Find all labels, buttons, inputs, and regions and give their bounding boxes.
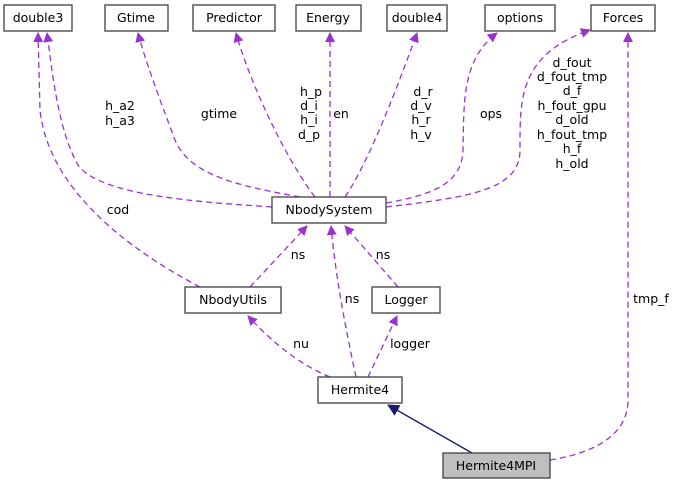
edge-labels: h_a2 h_a3 cod gtime h_p d_i h_i d_p en d… <box>105 55 669 351</box>
node-label: options <box>497 10 543 25</box>
edge-label: h_v <box>410 127 432 142</box>
edge-label: h_a2 <box>105 98 135 113</box>
node-label: Predictor <box>206 10 263 25</box>
edge-hermite4mpi-forces <box>549 32 633 461</box>
node-label: NbodySystem <box>286 202 373 217</box>
node-label: double4 <box>392 10 443 25</box>
node-label: NbodyUtils <box>199 292 267 307</box>
node-label: double3 <box>13 10 64 25</box>
edge-label: gtime <box>201 106 237 121</box>
edge-label: d_fout_tmp <box>537 69 607 84</box>
edge-hermite4mpi-hermite4-inheritance <box>387 404 473 454</box>
edge-hermite4-logger <box>367 315 398 378</box>
edge-nbodysystem-options <box>385 32 498 204</box>
edge-label: ns <box>291 247 305 262</box>
edge-label: h_i <box>300 112 318 127</box>
edge-nbodyutils-nbodysystem <box>249 225 308 288</box>
node-gtime[interactable]: Gtime <box>104 4 169 32</box>
node-logger[interactable]: Logger <box>371 286 441 314</box>
edge-label: h_a3 <box>105 113 135 128</box>
edge-label: cod <box>107 202 129 217</box>
node-label: Forces <box>603 10 643 25</box>
edge-nbodysystem-gtime <box>135 32 301 198</box>
edge-label: h_f <box>563 141 582 156</box>
node-label: Logger <box>384 292 428 307</box>
node-forces[interactable]: Forces <box>590 4 656 32</box>
edge-nbodysystem-double3 <box>43 32 273 208</box>
edge-label: ops <box>480 106 502 121</box>
edge-label: ns <box>376 247 390 262</box>
node-label: Hermite4MPI <box>456 458 536 473</box>
node-hermite4mpi[interactable]: Hermite4MPI <box>442 452 551 479</box>
node-nbodysystem[interactable]: NbodySystem <box>271 196 387 224</box>
edge-label: h_p <box>300 84 322 99</box>
node-label: Energy <box>306 10 350 25</box>
node-double4[interactable]: double4 <box>386 4 448 32</box>
node-options[interactable]: options <box>484 4 556 32</box>
edge-label: logger <box>390 336 431 351</box>
node-hermite4[interactable]: Hermite4 <box>317 376 403 404</box>
edge-nbodysystem-forces <box>385 28 591 208</box>
edge-label: d_old <box>555 112 588 127</box>
edge-label: d_r <box>413 84 433 99</box>
edge-label: d_fout <box>552 55 591 70</box>
node-nbodyutils[interactable]: NbodyUtils <box>184 286 282 314</box>
edge-label: d_f <box>563 83 582 98</box>
node-label: Gtime <box>117 10 155 25</box>
edge-label: h_r <box>411 112 431 127</box>
edge-nbodysystem-double4 <box>344 32 419 198</box>
node-energy[interactable]: Energy <box>295 4 362 32</box>
node-label: Hermite4 <box>331 382 389 397</box>
edge-label: d_i <box>300 98 318 113</box>
edge-hermite4-nbodyutils <box>247 315 331 378</box>
edge-label: h_fout_tmp <box>537 127 607 142</box>
edge-label: h_fout_gpu <box>537 98 606 113</box>
edge-label: d_p <box>298 127 320 142</box>
edge-nbodyutils-double3 <box>33 32 201 288</box>
edge-label: d_v <box>410 98 432 113</box>
edge-label: en <box>333 106 349 121</box>
edge-label: h_old <box>555 156 588 171</box>
edge-logger-nbodysystem <box>344 225 399 288</box>
node-predictor[interactable]: Predictor <box>192 4 276 32</box>
edge-hermite4-nbodysystem <box>326 225 357 378</box>
edge-label: nu <box>293 336 309 351</box>
edge-nbodysystem-predictor <box>233 32 316 198</box>
node-double3[interactable]: double3 <box>3 4 73 32</box>
edge-label: ns <box>345 291 359 306</box>
edge-label: tmp_f <box>633 291 669 306</box>
